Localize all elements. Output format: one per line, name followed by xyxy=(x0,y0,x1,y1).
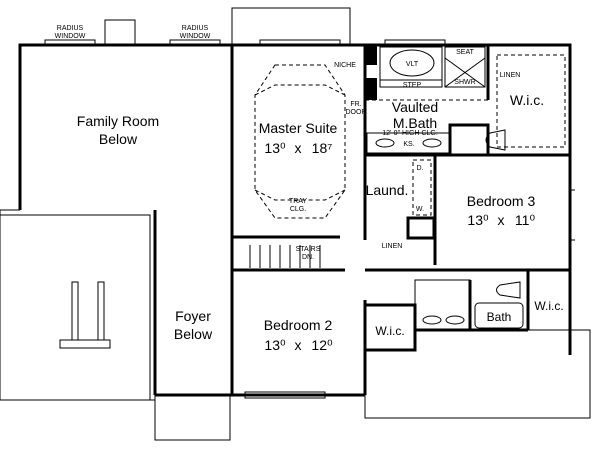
svg-text:12'-0" HIGH CLG.: 12'-0" HIGH CLG. xyxy=(382,130,438,137)
svg-text:Bedroom 3: Bedroom 3 xyxy=(467,193,536,209)
svg-text:Master Suite: Master Suite xyxy=(259,120,338,136)
svg-text:DN.: DN. xyxy=(302,254,314,261)
svg-text:M.Bath: M.Bath xyxy=(393,115,437,131)
svg-text:DOOR: DOOR xyxy=(346,109,367,116)
svg-text:Below: Below xyxy=(174,326,213,342)
radius-window-left-note: RADIUS WINDOW xyxy=(55,25,86,40)
svg-text:18⁷: 18⁷ xyxy=(312,140,333,156)
master-bath-label: Vaulted M.Bath 12'-0" HIGH CLG. xyxy=(382,99,438,137)
svg-text:x: x xyxy=(295,337,302,353)
dryer-note: D. xyxy=(417,165,424,172)
seat-note: SEAT xyxy=(456,49,474,56)
bedroom-2-label: Bedroom 2 13⁰ x 12⁰ xyxy=(264,317,333,353)
french-door-note: FR. DOOR xyxy=(346,101,367,116)
svg-text:Bedroom 2: Bedroom 2 xyxy=(264,317,333,333)
svg-text:FR.: FR. xyxy=(350,101,361,108)
svg-text:TRAY: TRAY xyxy=(289,198,307,205)
svg-text:x: x xyxy=(498,212,505,228)
svg-text:Below: Below xyxy=(99,131,138,147)
linen-hall-note: LINEN xyxy=(382,243,403,250)
svg-text:x: x xyxy=(295,140,302,156)
niche-note: NICHE xyxy=(334,62,356,69)
master-suite-label: Master Suite 13⁰ x 18⁷ xyxy=(259,120,338,156)
bedroom2-wic-label: W.i.c. xyxy=(375,324,404,338)
svg-text:13⁰: 13⁰ xyxy=(264,140,286,156)
foyer-label: Foyer Below xyxy=(174,308,213,342)
svg-text:Foyer: Foyer xyxy=(175,308,211,324)
svg-text:WINDOW: WINDOW xyxy=(55,33,86,40)
svg-text:Family Room: Family Room xyxy=(77,113,159,129)
bedroom3-wic-label: W.i.c. xyxy=(534,299,563,313)
svg-text:WINDOW: WINDOW xyxy=(180,33,211,40)
svg-text:13⁰: 13⁰ xyxy=(467,212,489,228)
shower-note: SHWR xyxy=(454,79,475,86)
family-room-label: Family Room Below xyxy=(77,113,159,147)
laundry-label: Laund. xyxy=(366,182,409,198)
svg-text:13⁰: 13⁰ xyxy=(264,337,286,353)
step-note: STEP xyxy=(403,82,422,89)
tub-note: VLT xyxy=(406,61,419,68)
svg-text:RADIUS: RADIUS xyxy=(57,25,84,32)
washer-note: W. xyxy=(416,206,424,213)
radius-window-right-note: RADIUS WINDOW xyxy=(180,25,211,40)
tray-ceiling-note: TRAY CLG. xyxy=(289,198,307,213)
stairs-note: STAIRS DN. xyxy=(296,246,321,261)
svg-text:Vaulted: Vaulted xyxy=(392,99,438,115)
bath-label: Bath xyxy=(487,310,512,324)
svg-text:12⁰: 12⁰ xyxy=(311,337,333,353)
linen-master-note: LINEN xyxy=(500,72,521,79)
svg-text:CLG.: CLG. xyxy=(290,206,306,213)
fixtures xyxy=(249,46,566,331)
master-wic-label: W.i.c. xyxy=(510,92,544,108)
ks-note: KS. xyxy=(403,141,414,148)
svg-text:STAIRS: STAIRS xyxy=(296,246,321,253)
svg-text:11⁰: 11⁰ xyxy=(515,212,536,228)
svg-text:RADIUS: RADIUS xyxy=(182,25,209,32)
bedroom-3-label: Bedroom 3 13⁰ x 11⁰ xyxy=(467,193,536,228)
